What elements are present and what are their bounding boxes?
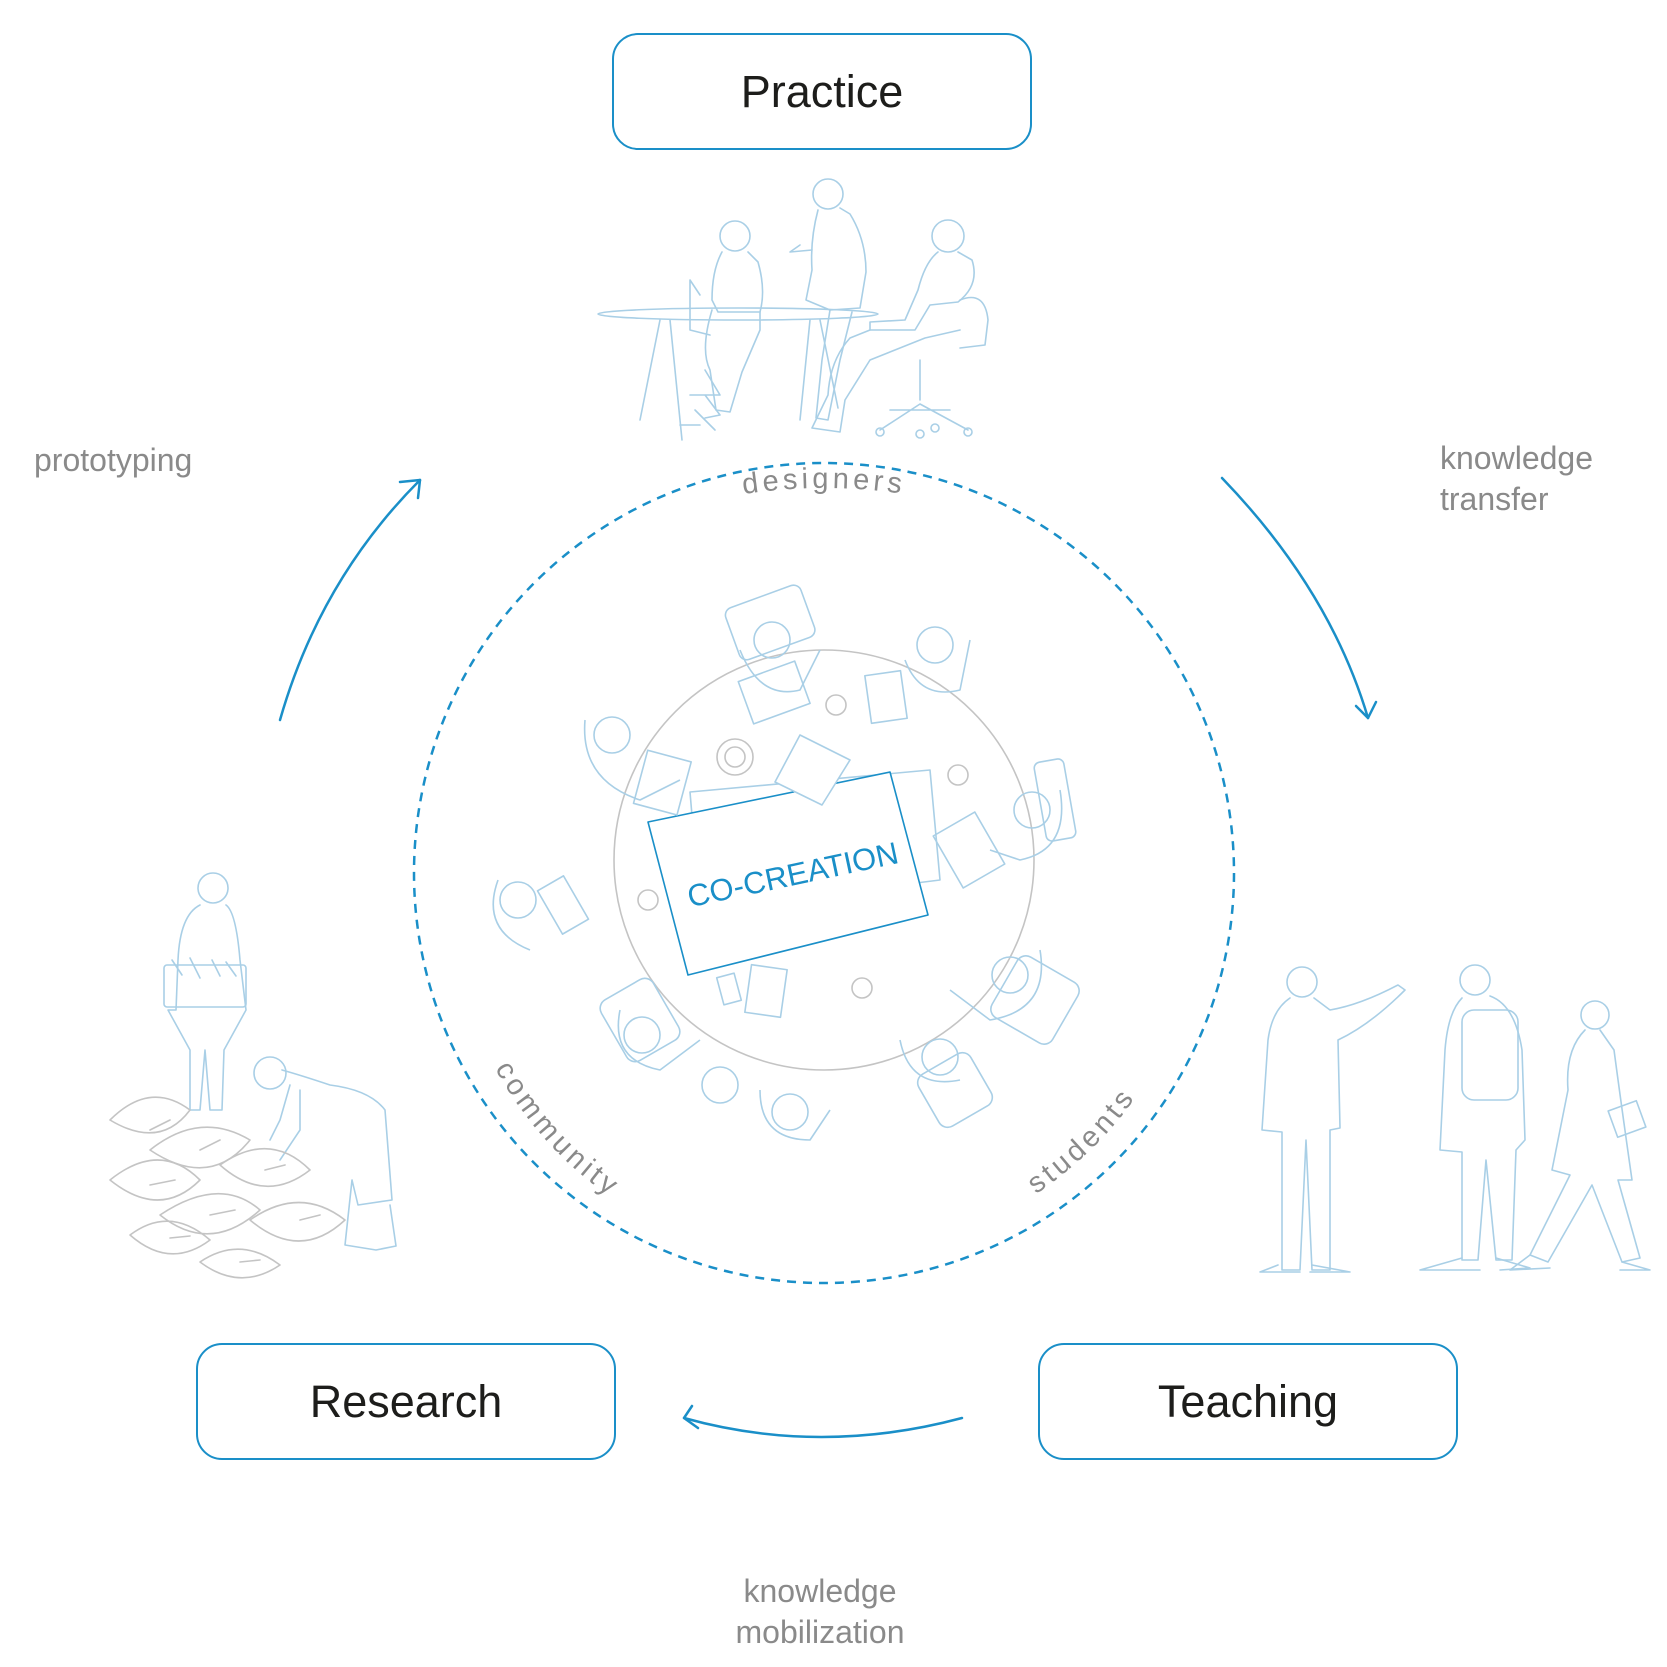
knowledge-transfer-line1: knowledge bbox=[1440, 440, 1593, 476]
ring-label-students: students bbox=[1021, 1081, 1142, 1200]
knowledge-mobilization-label: knowledge mobilization bbox=[700, 1571, 940, 1653]
teaching-node: Teaching bbox=[1038, 1343, 1458, 1460]
office-meeting-illustration bbox=[597, 178, 989, 441]
knowledge-transfer-label: knowledge transfer bbox=[1440, 438, 1593, 520]
knowledge-transfer-arrow bbox=[1220, 476, 1370, 720]
prototyping-label: prototyping bbox=[34, 440, 192, 481]
practice-label: Practice bbox=[740, 65, 904, 117]
research-node: Research bbox=[196, 1343, 616, 1460]
knowledge-transfer-arrowhead bbox=[1354, 700, 1378, 720]
prototyping-arrowhead bbox=[398, 478, 422, 500]
ring-label-designers: designers bbox=[740, 463, 908, 501]
knowledge-transfer-line2: transfer bbox=[1440, 481, 1549, 517]
practice-node: Practice bbox=[612, 33, 1032, 150]
cocreation-ring bbox=[412, 461, 1236, 1285]
ring-label-community: community bbox=[489, 1056, 627, 1204]
round-table-topview-illustration: CO-CREATION bbox=[492, 584, 1080, 1141]
prototyping-arrow bbox=[278, 478, 422, 722]
knowledge-mobilization-arrow bbox=[682, 1416, 964, 1439]
gardening-illustration bbox=[109, 872, 397, 1279]
teaching-label: Teaching bbox=[1157, 1375, 1339, 1427]
people-walking-illustration bbox=[1259, 964, 1651, 1273]
knowledge-mobilization-line2: mobilization bbox=[735, 1614, 905, 1650]
prototyping-text: prototyping bbox=[34, 442, 193, 478]
knowledge-mobilization-arrowhead bbox=[682, 1404, 700, 1430]
research-label: Research bbox=[309, 1375, 503, 1427]
knowledge-mobilization-line1: knowledge bbox=[743, 1573, 897, 1609]
